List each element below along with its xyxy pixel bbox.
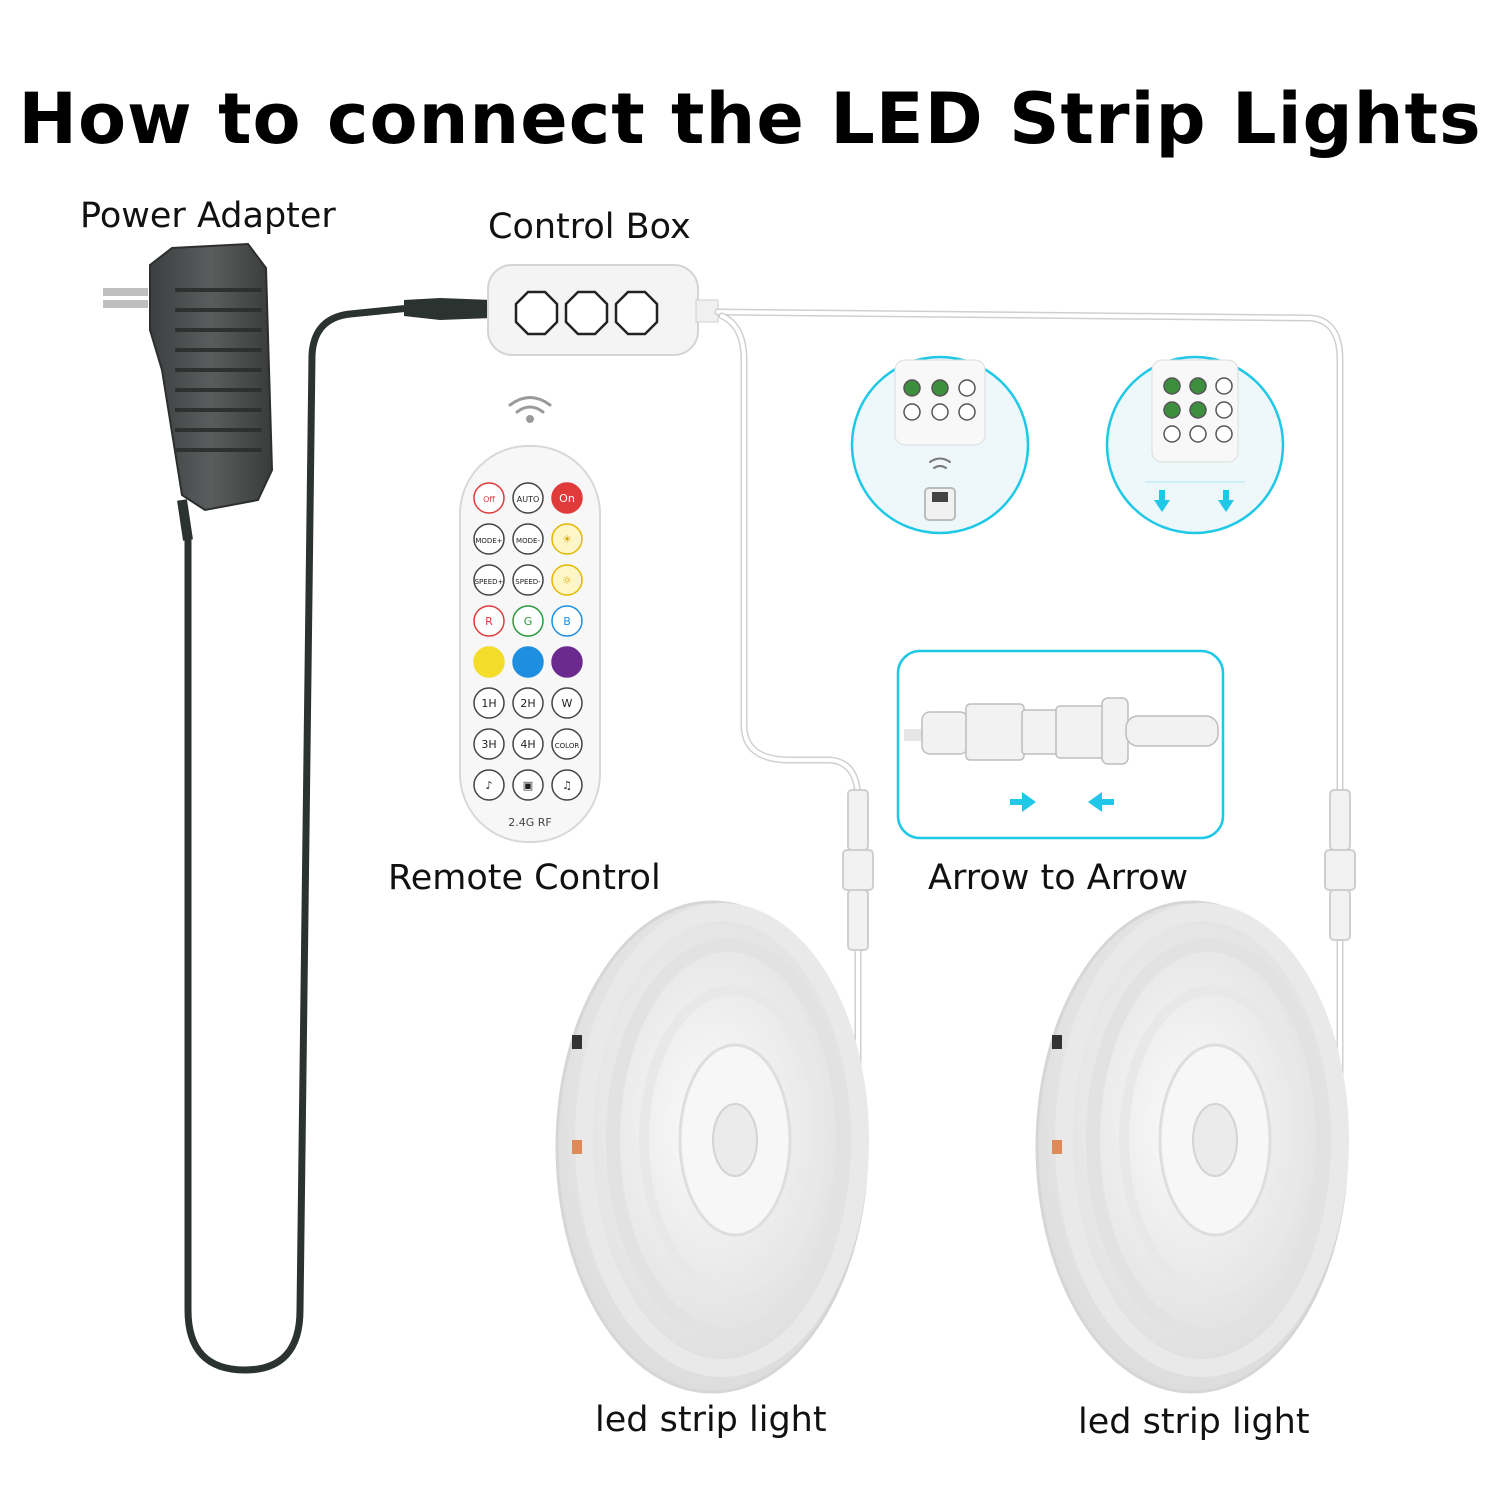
remote-footer: 2.4G RF xyxy=(508,816,551,829)
remote-button: AUTO xyxy=(513,483,543,513)
svg-text:B: B xyxy=(563,615,571,628)
svg-text:SPEED+: SPEED+ xyxy=(475,578,504,586)
pairing-step-1 xyxy=(852,357,1028,533)
svg-text:♪: ♪ xyxy=(485,779,492,792)
remote-button: COLOR xyxy=(552,729,582,759)
lock-icon: ▣ xyxy=(513,770,543,800)
remote-button: SPEED+ xyxy=(474,565,504,595)
sun-dim-icon: ☼ xyxy=(552,565,582,595)
svg-text:2H: 2H xyxy=(520,697,535,710)
music-1-icon: ♪ xyxy=(474,770,504,800)
remote-button xyxy=(513,647,543,677)
pairing-step-2 xyxy=(1107,357,1283,533)
svg-text:AUTO: AUTO xyxy=(517,495,540,504)
svg-text:Off: Off xyxy=(483,495,495,504)
remote-button: 4H xyxy=(513,729,543,759)
led-strip-reel-1 xyxy=(557,902,867,1392)
svg-text:♫: ♫ xyxy=(562,779,572,792)
remote-button: W xyxy=(552,688,582,718)
remote-button: 1H xyxy=(474,688,504,718)
remote-button: G xyxy=(513,606,543,636)
remote-button: R xyxy=(474,606,504,636)
remote-button: MODE+ xyxy=(474,524,504,554)
svg-text:G: G xyxy=(524,615,533,628)
svg-text:W: W xyxy=(562,697,573,710)
svg-text:MODE-: MODE- xyxy=(516,537,540,545)
svg-text:☼: ☼ xyxy=(562,574,572,587)
remote-button: B xyxy=(552,606,582,636)
control-box xyxy=(404,265,718,355)
remote-button: Off xyxy=(474,483,504,513)
music-2-icon: ♫ xyxy=(552,770,582,800)
svg-text:MODE+: MODE+ xyxy=(475,537,502,545)
led-strip-reel-2 xyxy=(1037,902,1347,1392)
remote-button: 3H xyxy=(474,729,504,759)
remote-button xyxy=(474,647,504,677)
remote-button: SPEED- xyxy=(513,565,543,595)
remote-button xyxy=(552,647,582,677)
svg-text:On: On xyxy=(559,492,575,505)
sun-bright-icon: ☀ xyxy=(552,524,582,554)
svg-text:SPEED-: SPEED- xyxy=(515,578,541,586)
svg-text:3H: 3H xyxy=(481,738,496,751)
svg-text:R: R xyxy=(485,615,493,628)
svg-text:☀: ☀ xyxy=(562,533,572,546)
remote-button: MODE- xyxy=(513,524,543,554)
svg-text:▣: ▣ xyxy=(523,779,533,792)
remote-button: On xyxy=(552,483,582,513)
remote-button: 2H xyxy=(513,688,543,718)
wireless-signal-icon xyxy=(510,398,550,422)
svg-text:4H: 4H xyxy=(520,738,535,751)
arrow-to-arrow-panel xyxy=(898,651,1223,838)
power-adapter xyxy=(103,244,272,540)
svg-text:COLOR: COLOR xyxy=(555,742,580,750)
svg-text:1H: 1H xyxy=(481,697,496,710)
